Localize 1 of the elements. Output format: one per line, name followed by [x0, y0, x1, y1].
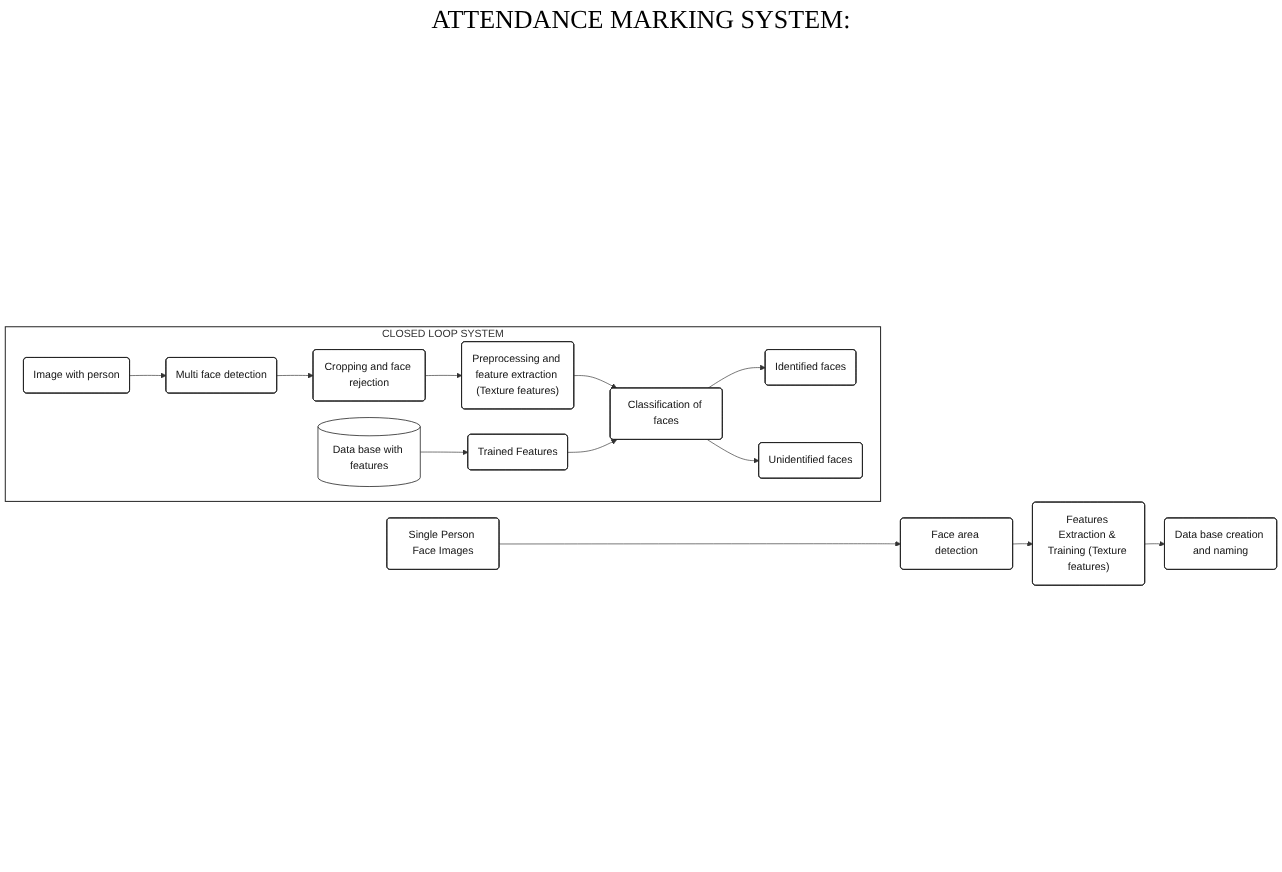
section-heading: ATTENDANCE MARKING SYSTEM:: [431, 4, 851, 36]
